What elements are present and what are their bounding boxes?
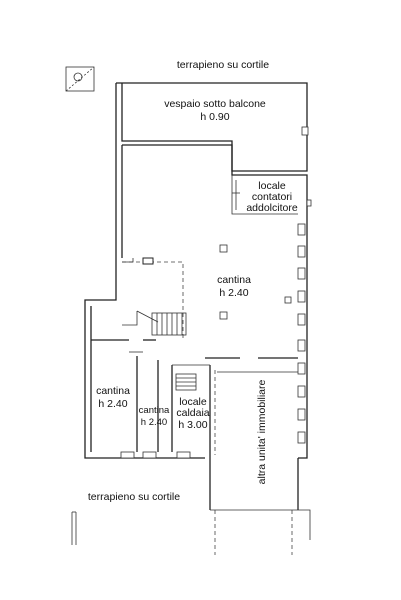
cantina-mid-name: cantina bbox=[139, 405, 170, 416]
vespaio-height: h 0.90 bbox=[200, 111, 229, 123]
cantina-mid-height: h 2.40 bbox=[141, 417, 167, 428]
cantina-left-name: cantina bbox=[96, 385, 130, 397]
altra-unita-area bbox=[209, 452, 311, 555]
top-terrace-label: terrapieno su cortile bbox=[177, 59, 269, 71]
cantina-left-height: h 2.40 bbox=[98, 398, 127, 410]
bottom-windows bbox=[120, 451, 191, 459]
stair-steps bbox=[136, 310, 187, 336]
lower-partitions bbox=[91, 339, 298, 455]
locale-contatori-room bbox=[231, 175, 298, 215]
caldaia-line1: locale bbox=[179, 396, 207, 408]
vespaio-name: vespaio sotto balcone bbox=[164, 98, 266, 110]
bottom-terrace-label: terrapieno su cortile bbox=[88, 491, 180, 503]
locale-contatori-line1: locale bbox=[258, 180, 286, 192]
altra-unita-label: altra unita' immobiliare bbox=[256, 379, 268, 484]
locale-contatori-line3: addolcitore bbox=[246, 202, 298, 214]
cantina-main-height: h 2.40 bbox=[219, 287, 248, 299]
north-arrow-icon bbox=[65, 66, 95, 92]
caldaia-stair bbox=[175, 373, 197, 391]
locale-contatori-line2: contatori bbox=[252, 191, 292, 203]
column-2 bbox=[219, 311, 228, 320]
outer-walls bbox=[84, 83, 308, 459]
vespaio-area bbox=[116, 82, 309, 172]
column-3 bbox=[284, 296, 292, 304]
caldaia-line2: caldaia bbox=[176, 407, 209, 419]
column-1 bbox=[219, 244, 228, 253]
stair-area bbox=[122, 257, 187, 340]
caldaia-height: h 3.00 bbox=[178, 419, 207, 431]
right-windows bbox=[297, 199, 312, 444]
fence-stub bbox=[71, 511, 77, 545]
cantina-main-name: cantina bbox=[217, 274, 251, 286]
